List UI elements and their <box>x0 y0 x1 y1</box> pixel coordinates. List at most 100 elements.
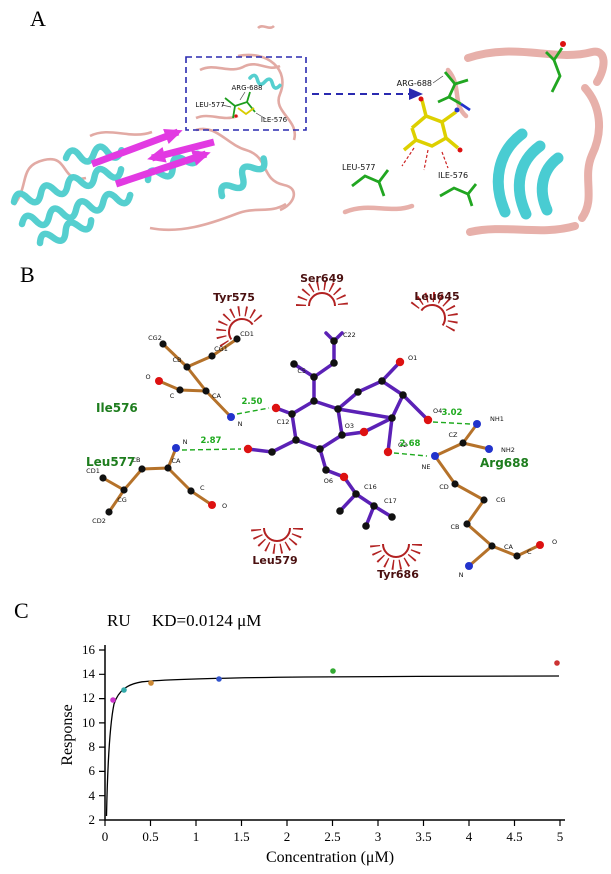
atom-label: CB <box>451 523 460 531</box>
data-point <box>554 660 560 666</box>
nitrogen-atom <box>485 445 493 453</box>
alpha-helix <box>513 140 546 220</box>
panel-a: A <box>12 6 608 249</box>
loop-ribbon <box>342 203 415 215</box>
beta-strand-arrow <box>114 150 211 188</box>
ile576-sticks <box>439 183 478 207</box>
hbond-distance: 3.02 <box>442 408 463 418</box>
oxygen-atom <box>536 541 544 549</box>
atom-label: O <box>145 373 150 381</box>
atom-label: O4 <box>433 407 442 415</box>
loop-ribbon <box>464 47 608 86</box>
atom-label: NE <box>422 463 431 471</box>
hbond-dash <box>423 149 429 171</box>
y-tick-label: 16 <box>82 642 96 657</box>
alpha-helix <box>492 128 528 218</box>
hydrogen-bonds: 2.50 2.87 3.02 2.68 <box>181 397 471 457</box>
oxygen-atom <box>243 444 253 454</box>
loop-ribbon <box>195 114 239 120</box>
oxygen-atom <box>234 114 238 118</box>
atom-label: CD1 <box>240 330 254 338</box>
highlight-box <box>185 56 307 131</box>
hbond-distance: 2.50 <box>242 397 263 407</box>
ligand-sticks <box>402 99 460 152</box>
atom-label: O1 <box>408 354 417 362</box>
atom-label: CB <box>132 456 141 464</box>
data-point <box>148 680 154 686</box>
x-tick-label: 2.5 <box>324 829 340 844</box>
oxygen-atom <box>271 403 281 413</box>
loop-ribbon <box>466 222 579 236</box>
atom-label: CD2 <box>92 517 106 525</box>
y-tick-label: 8 <box>89 739 96 754</box>
atom-label: CG <box>496 496 506 504</box>
atom-label: CG1 <box>214 345 228 353</box>
oxygen-atom <box>383 447 393 457</box>
panel-b: B Tyr575 Ser649 Leu645 Leu579 Tyr686 <box>20 262 557 581</box>
residue-label-leu577: LEU-577 <box>342 163 376 172</box>
residue-label-leu645: Leu645 <box>414 290 459 303</box>
loop-ribbon <box>257 24 275 30</box>
oxygen-atom <box>560 41 566 47</box>
hydrophobic-arc-ser649 <box>296 280 348 307</box>
y-tick-label: 12 <box>82 690 95 705</box>
hbond-dash <box>393 452 428 457</box>
leu577-sticks <box>351 169 390 197</box>
hbond-dash <box>236 407 270 415</box>
nitrogen-stick <box>460 102 471 112</box>
x-tick-marks <box>104 820 561 826</box>
hydrophobic-arc-leu579 <box>251 527 303 554</box>
atom-label: N <box>238 420 243 428</box>
loop-ribbon <box>89 130 153 138</box>
nitrogen-atom <box>454 107 460 113</box>
hbond-dash <box>181 448 242 451</box>
oxygen-atom <box>208 501 216 509</box>
binding-fit-curve <box>105 675 560 817</box>
label-leader <box>239 91 246 101</box>
x-tick-label: 0 <box>102 829 109 844</box>
x-tick-label: 3.5 <box>415 829 431 844</box>
loop-ribbon <box>578 84 603 222</box>
atom-label: CA <box>504 543 514 551</box>
atom-label: C <box>200 484 205 492</box>
oxygen-atom <box>359 427 369 437</box>
x-axis-title: Concentration (μM) <box>266 849 394 866</box>
nitrogen-atom <box>227 413 235 421</box>
x-tick-label: 1.5 <box>233 829 249 844</box>
atom-label: CA <box>212 392 222 400</box>
residue-label-ile576: Ile576 <box>96 401 138 415</box>
residue-label-arg688: ARG-688 <box>232 84 263 92</box>
atom-label: N <box>183 438 188 446</box>
x-tick-label: 2 <box>284 829 291 844</box>
y-tick-label: 4 <box>89 788 96 803</box>
nitrogen-atom <box>465 562 473 570</box>
panel-c: C RU KD=0.0124 μM 2 4 6 8 10 12 14 16 0 … <box>14 598 565 866</box>
residue-label-arg688: ARG-688 <box>397 79 432 88</box>
hbond-dash <box>441 151 449 169</box>
nitrogen-atom <box>473 420 481 428</box>
y-tick-marks <box>99 649 105 821</box>
atom-label: NH1 <box>490 415 504 423</box>
atom-label: CB <box>173 356 182 364</box>
residue-leu577: CD1 CG CD2 CB CA N C O <box>86 438 227 525</box>
atom-label: C5 <box>297 367 306 375</box>
hydrophobic-arc-tyr575 <box>216 306 264 347</box>
hydrophobic-arc-leu645 <box>410 292 458 333</box>
oxygen-atom <box>339 472 349 482</box>
atom-label: C12 <box>277 418 290 426</box>
residue-ile576: CG2 CD1 CB CG1 CA C O N <box>145 330 253 428</box>
atom-label: O3 <box>345 422 354 430</box>
panel-c-letter: C <box>14 598 29 623</box>
residue-label-leu577: LEU-577 <box>195 101 224 109</box>
atom-label: N <box>459 571 464 579</box>
x-tick-label: 0.5 <box>142 829 158 844</box>
label-leader <box>255 112 267 120</box>
atom-label: O2 <box>398 441 407 449</box>
y-tick-label: 6 <box>89 763 96 778</box>
data-point <box>110 697 116 703</box>
atom-label: CG <box>117 496 127 504</box>
residue-label-tyr686: Tyr686 <box>377 568 419 581</box>
residue-label-arg688: Arg688 <box>480 456 529 470</box>
label-leader <box>221 104 232 108</box>
